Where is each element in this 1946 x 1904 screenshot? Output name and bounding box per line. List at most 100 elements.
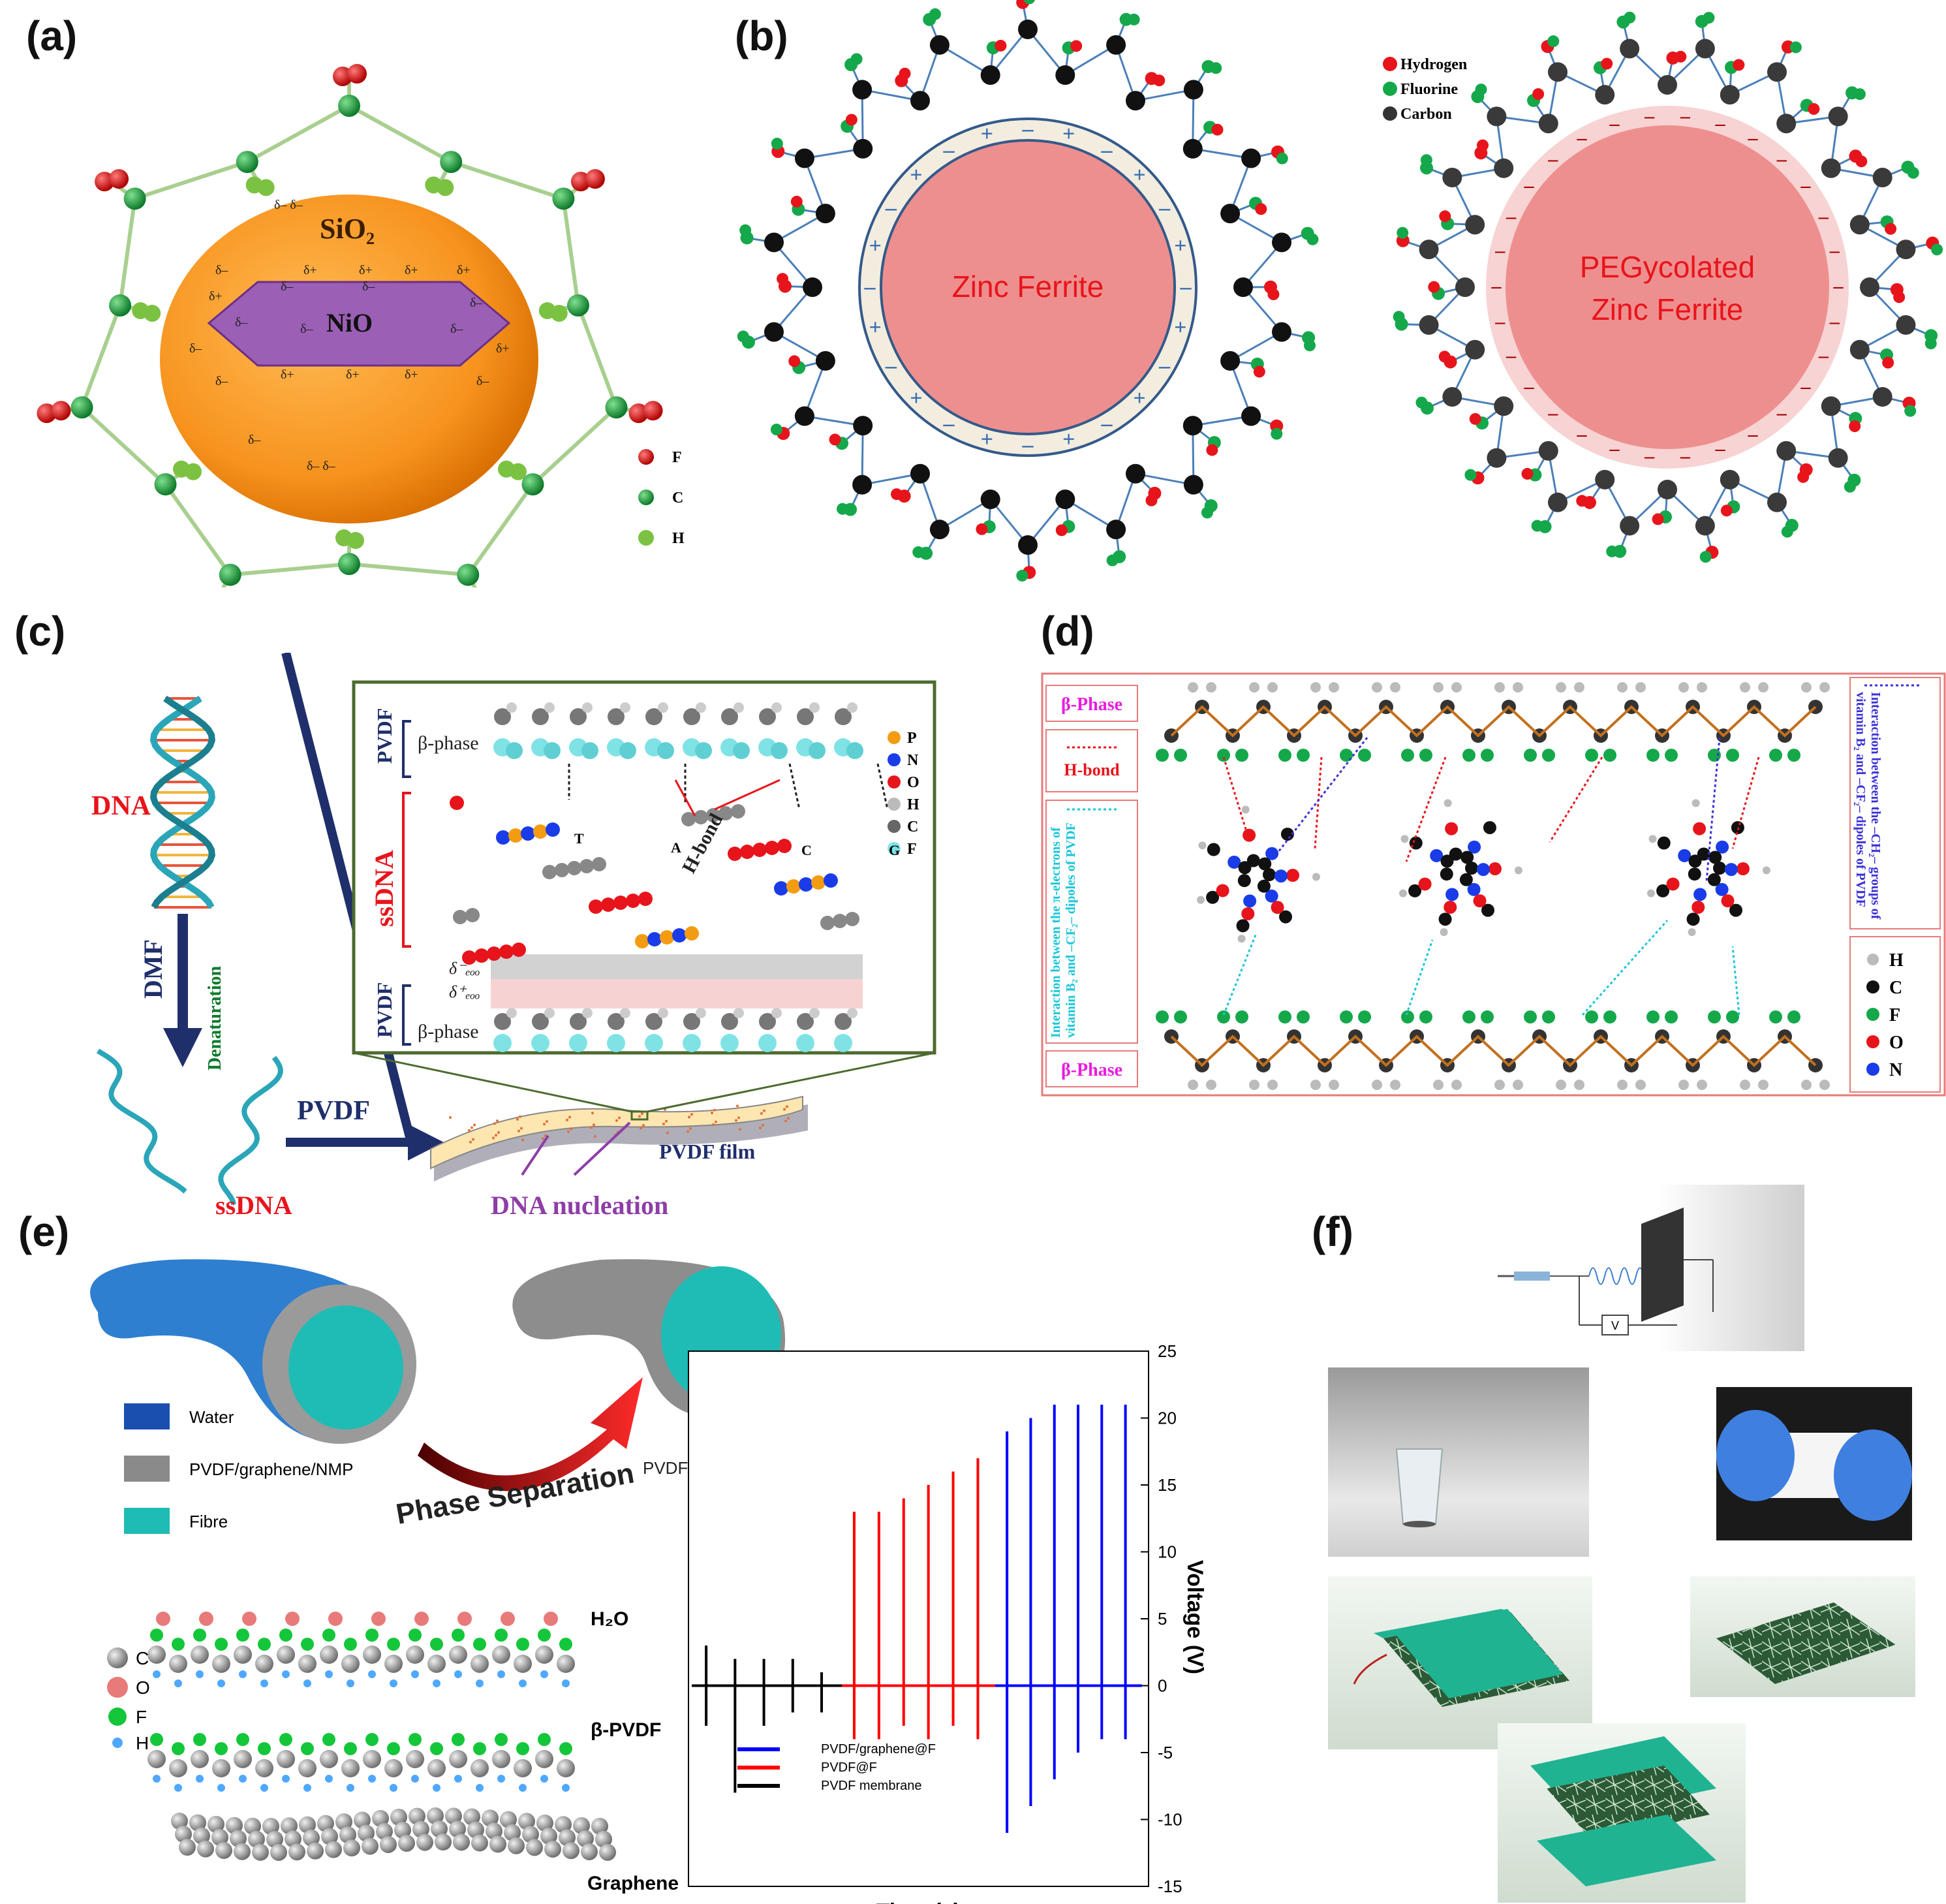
carbon-atom [910, 91, 930, 111]
film-dot [713, 1108, 716, 1112]
h-bond-line [1731, 757, 1760, 849]
carbon-atom [1494, 396, 1514, 416]
side-atom [739, 224, 752, 236]
carbon-atom [764, 322, 784, 342]
film-dot [736, 1104, 739, 1108]
hydrogen-atom [303, 1784, 311, 1792]
pvdf-hydrogen [1556, 1080, 1566, 1090]
vitamin-b2-atom [1246, 854, 1260, 867]
hydrogen-atom [303, 1679, 311, 1687]
carbon-atom [384, 1759, 403, 1777]
plot-area [688, 1350, 1149, 1887]
graphene-atom [445, 1807, 462, 1825]
surface-charge: – [943, 138, 955, 162]
c-c-bond [134, 160, 248, 201]
ssdna-atom [820, 916, 835, 930]
pvdf-hydrogen [1513, 682, 1523, 693]
pvdf-fluorine [1278, 749, 1291, 762]
film-dot [593, 1123, 595, 1127]
carbon-atom [794, 148, 814, 168]
surface-charge: – [1506, 345, 1517, 367]
surface-charge: – [943, 412, 955, 436]
carbon-atom [1548, 492, 1568, 512]
carbon-atom [277, 1750, 295, 1768]
y-tick-label: -10 [1158, 1810, 1182, 1830]
carbon-atom [1183, 80, 1203, 100]
graphene-atom [595, 1830, 612, 1848]
side-atom [1393, 311, 1405, 323]
vitamin-b2-atom [1207, 843, 1220, 856]
carbon-atom [219, 563, 241, 586]
vitamin-b2-atom [1440, 928, 1448, 937]
vitamin-b2-atom [1646, 889, 1655, 897]
carbon-atom [514, 1759, 532, 1777]
vitamin-b2-atom [1468, 840, 1481, 854]
vitamin-b2-atom [1243, 828, 1256, 842]
side-atom [891, 488, 903, 501]
pvdf-fluorine [1769, 749, 1782, 762]
carbon-atom [406, 1750, 424, 1768]
ssdna-atom [542, 865, 557, 879]
carbon-atom [1595, 469, 1615, 490]
side-atom [1201, 507, 1213, 519]
ssdna-label: ssDNA [215, 1191, 292, 1220]
side-atom [771, 138, 783, 150]
graphene-atom [453, 1834, 470, 1851]
film-dot [665, 1119, 668, 1123]
inset-legend-dot [888, 731, 901, 744]
carbon-atom [1106, 35, 1126, 55]
partial-charge-mark: δ– [476, 374, 489, 388]
fluorine-atom [51, 401, 71, 421]
graphene-atom [362, 1837, 378, 1855]
film-dot [570, 1127, 572, 1131]
ssdna-strand [218, 1055, 283, 1206]
c-c-bond [164, 483, 232, 576]
chain-bond [1027, 29, 1066, 76]
graphene-atom [193, 1827, 210, 1845]
graphene-atom [307, 1842, 324, 1860]
pvdf-fluorine [1585, 749, 1598, 762]
surface-charge: – [1609, 113, 1620, 134]
ssdna-atom [462, 950, 476, 965]
fluorine-atom [409, 1629, 422, 1642]
side-atom [837, 503, 849, 515]
vitamin-b2-atom [1708, 851, 1722, 864]
fluorine-atom [150, 1733, 163, 1746]
pvdf-fluorine [645, 1034, 663, 1052]
x-axis-label: Time (s) [876, 1899, 961, 1904]
chain-bond [803, 360, 827, 417]
pvdf-fluorine [1340, 749, 1353, 762]
pvdf-carbon [721, 708, 738, 725]
surface-charge: – [1022, 117, 1034, 141]
carbon-atom [449, 1646, 467, 1664]
graphene-atom [591, 1817, 608, 1835]
side-atom [1907, 166, 1919, 179]
graphene-atom [489, 1835, 506, 1853]
fluorine-atom [365, 1629, 378, 1642]
inset-legend-dot [888, 775, 901, 788]
surface-charge: – [1506, 206, 1517, 227]
partial-charge-mark: δ– [450, 322, 463, 336]
graphene-atom [526, 1839, 543, 1856]
carbon-atom [1849, 339, 1870, 360]
carbon-atom [123, 187, 146, 210]
pvdf-hydrogen [1310, 682, 1321, 693]
pvdf-hydrogen [1758, 1080, 1768, 1090]
surface-charge: – [1022, 433, 1034, 457]
pvdf-fluorine [809, 742, 826, 759]
hydrogen-atom [433, 1679, 440, 1687]
side-atom [1475, 84, 1487, 96]
pvdf-hydrogen [1249, 682, 1259, 693]
pvdf-fluorine [758, 1034, 777, 1052]
pvdf-hydrogen [847, 1008, 857, 1018]
film-dot [497, 1131, 500, 1134]
pvdf-carbon [683, 1013, 700, 1030]
surface-charge: – [1776, 403, 1787, 424]
carbon-atom [298, 1655, 317, 1673]
surface-charge: – [1101, 412, 1113, 436]
film-dot [471, 1126, 473, 1129]
ssdna-atom [579, 859, 594, 873]
graphene-atom [504, 1824, 521, 1841]
vitamin-b2-atom [1476, 863, 1490, 877]
inset-beta-bottom: β-phase [418, 1021, 479, 1042]
